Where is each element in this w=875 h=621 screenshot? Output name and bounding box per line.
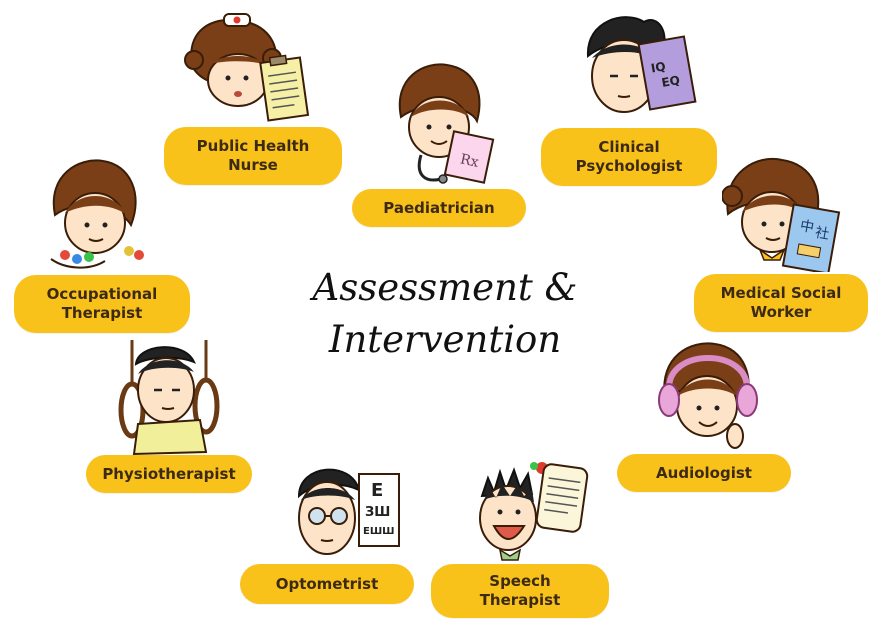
iq-text: IQ	[650, 59, 667, 75]
occupational-therapist-line2: Therapist	[61, 304, 143, 322]
clinical-psychologist-figure: IQ EQ	[586, 16, 697, 113]
medical-social-worker-line1: Medical Social	[720, 284, 842, 302]
audiologist-figure	[658, 342, 758, 449]
social-doc-text-1: 中	[799, 218, 816, 236]
physiotherapist-figure	[118, 340, 220, 456]
speech-therapist-figure	[479, 462, 589, 561]
eye-chart-row1: E	[371, 480, 383, 501]
center-title-line1: Assessment &	[312, 266, 578, 309]
speech-therapist-line2: Therapist	[479, 591, 561, 609]
public-health-nurse-line2: Nurse	[228, 156, 278, 174]
medical-social-worker-line2: Worker	[750, 303, 812, 321]
optometrist-line1: Optometrist	[275, 574, 379, 593]
center-title: Assessment & Intervention	[290, 262, 600, 366]
public-health-nurse-line1: Public Health	[196, 137, 310, 155]
speech-therapist-line1: Speech	[489, 572, 551, 590]
physiotherapist-line1: Physiotherapist	[102, 464, 236, 483]
audiologist-line1: Audiologist	[656, 463, 752, 482]
paediatrician-figure: Rx	[398, 63, 495, 184]
rx-text: Rx	[459, 151, 480, 171]
audiologist-label: Audiologist	[617, 454, 791, 492]
optometrist-figure: E ЗШ ЕШШ	[297, 468, 400, 555]
public-health-nurse-figure	[184, 13, 310, 122]
eye-chart-row2: ЗШ	[365, 505, 390, 520]
physiotherapist-label: Physiotherapist	[86, 455, 252, 493]
clinical-psychologist-line2: Psychologist	[575, 157, 683, 175]
center-title-line2: Intervention	[328, 318, 562, 361]
paediatrician-line1: Paediatrician	[383, 198, 495, 217]
occupational-therapist-line1: Occupational	[46, 285, 158, 303]
clinical-psychologist-line1: Clinical	[598, 138, 660, 156]
eq-text: EQ	[660, 73, 681, 90]
medical-social-worker-figure: 中 社	[722, 157, 841, 272]
optometrist-label: Optometrist	[240, 564, 414, 604]
paediatrician-label: Paediatrician	[352, 189, 526, 227]
eye-chart-row3: ЕШШ	[363, 526, 395, 537]
social-doc-text-2: 社	[814, 225, 831, 243]
occupational-therapist-figure	[50, 159, 144, 269]
